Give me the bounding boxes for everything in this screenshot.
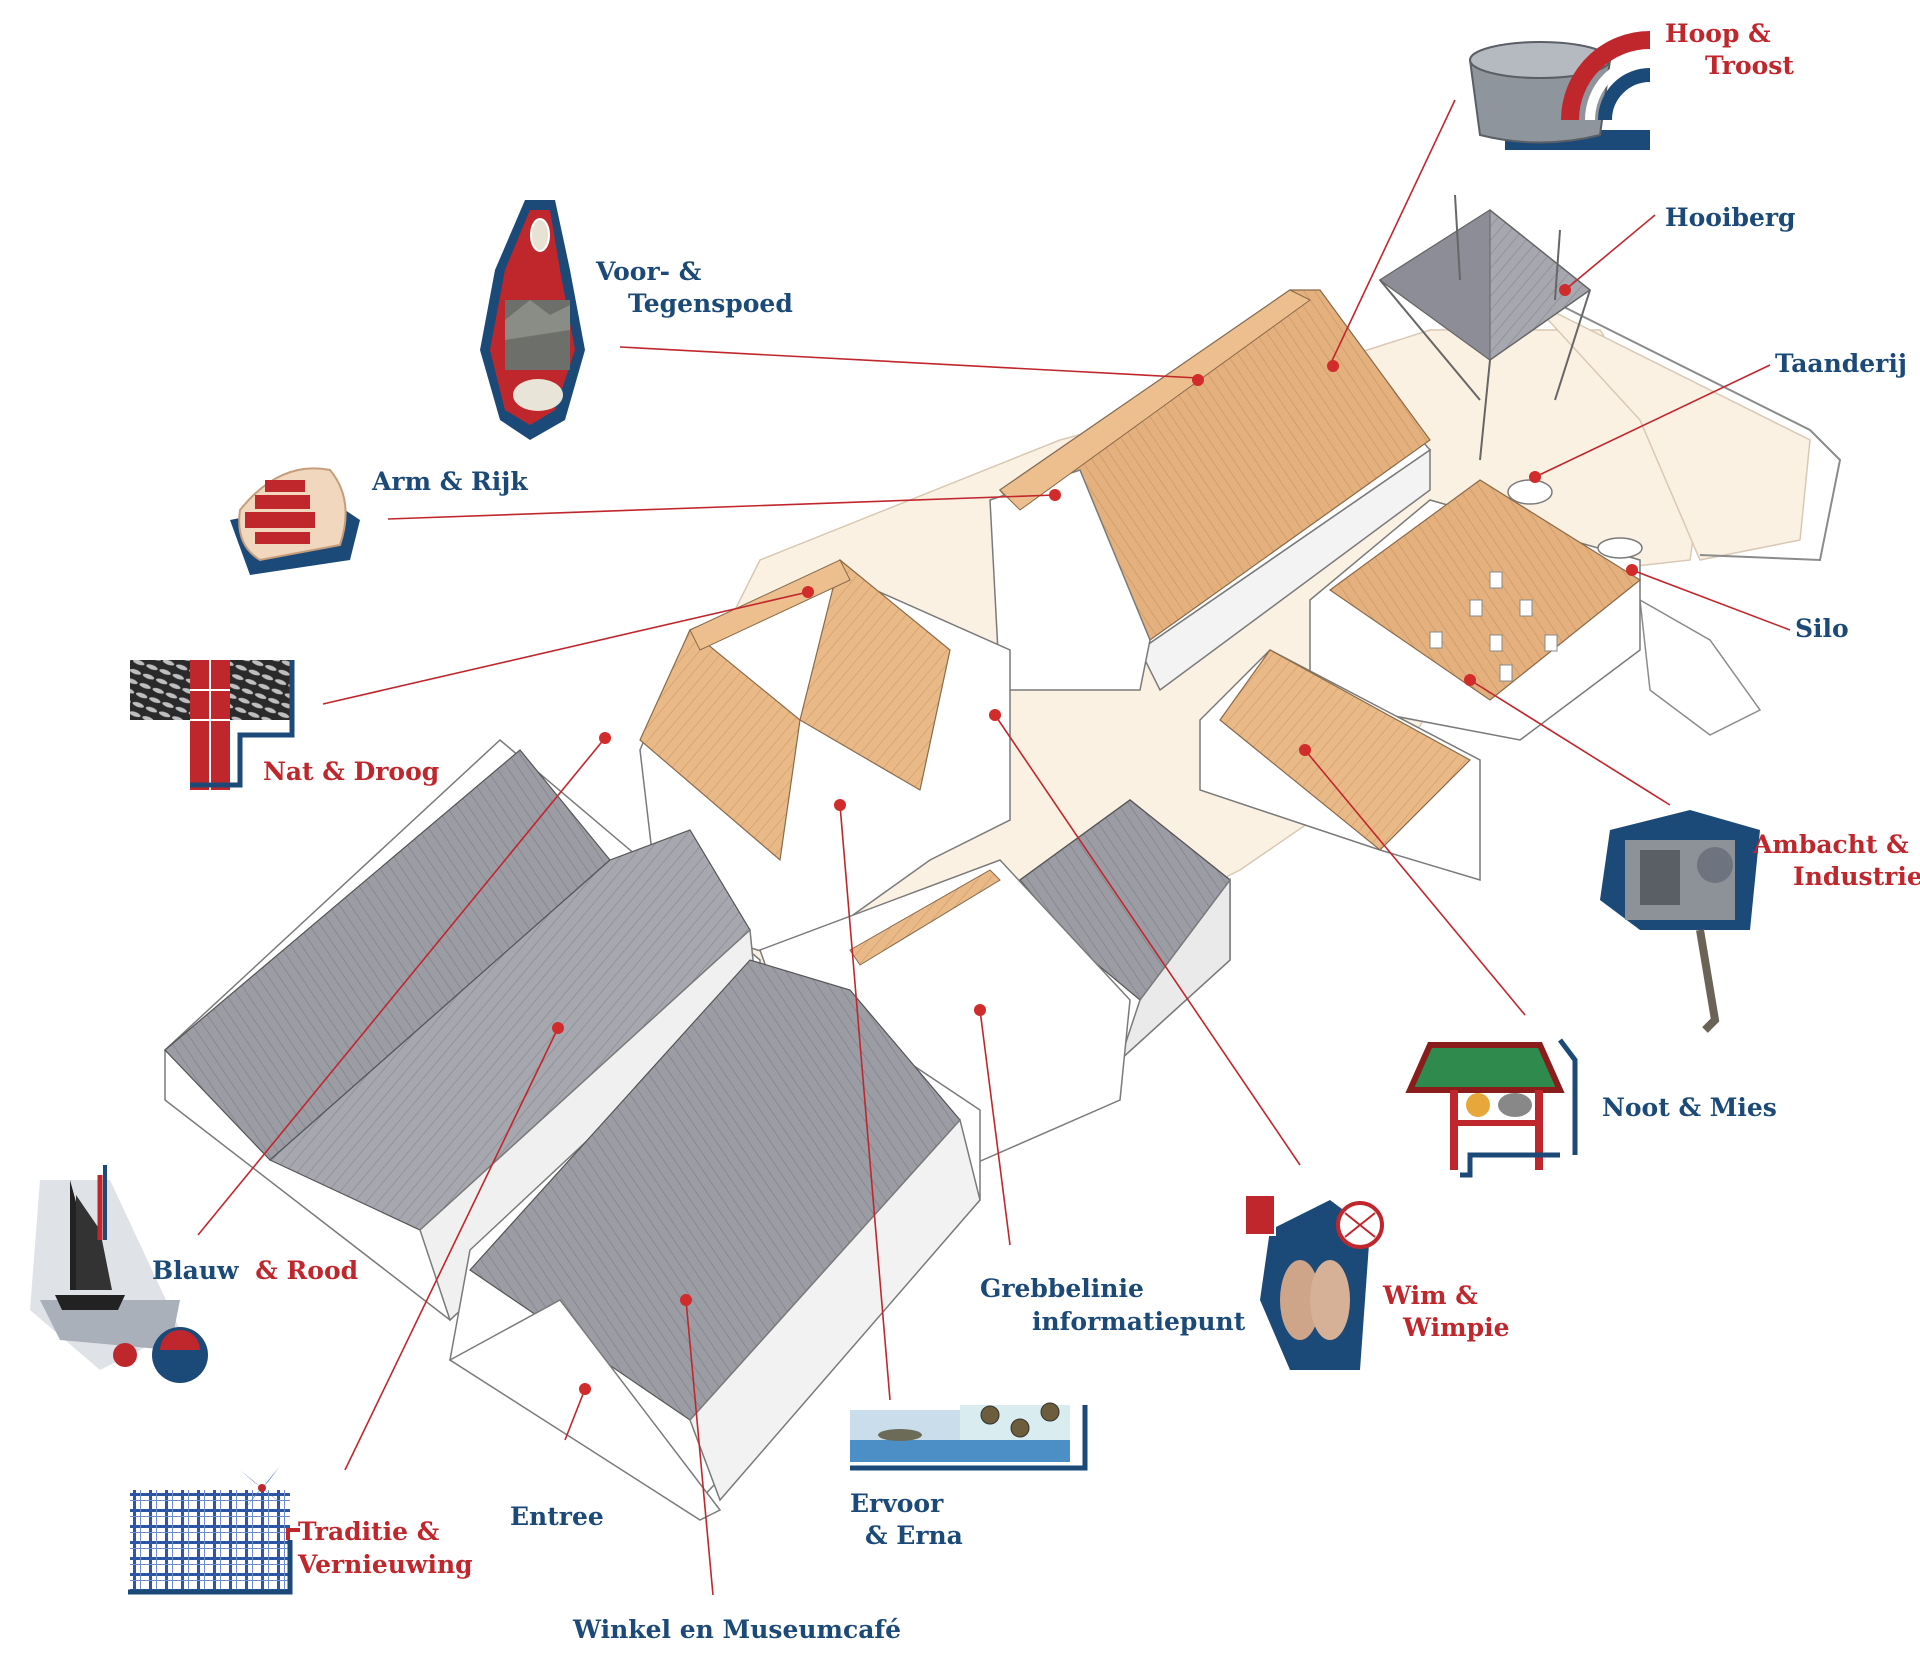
label-nat-droog: Nat & Droog: [263, 757, 439, 786]
label-wim-wimpie-1: Wim &: [1382, 1281, 1478, 1310]
label-ambacht-1: Ambacht &: [1752, 830, 1909, 859]
label-hoop-troost-1: Hoop &: [1665, 19, 1771, 48]
hands-coins-icon: [230, 467, 360, 575]
label-arm-rijk: Arm & Rijk: [371, 467, 528, 496]
label-ambacht-2: Industrie: [1793, 862, 1920, 891]
dot-silo[interactable]: [1626, 564, 1638, 576]
craftsman-machine-icon: [1600, 810, 1760, 1033]
label-hoop-troost-2: Troost: [1705, 51, 1794, 80]
fish-grid-icon: [130, 660, 295, 790]
building-noot-mies: [1199, 649, 1481, 882]
river-coins-icon: [850, 1402, 1088, 1471]
label-blauw: Blauw: [152, 1256, 240, 1285]
building-voor-tegenspoed: [989, 289, 1432, 692]
label-voor-tegenspoed-1: Voor- &: [595, 257, 702, 286]
label-hooiberg: Hooiberg: [1665, 203, 1796, 232]
building-arm-rijk: [639, 558, 1011, 961]
dot-noot-mies[interactable]: [1299, 744, 1311, 756]
label-taanderij: Taanderij: [1775, 349, 1907, 378]
location-dots: [552, 284, 1638, 1395]
dot-nat-droog[interactable]: [802, 586, 814, 598]
dot-blauw-rood[interactable]: [599, 732, 611, 744]
award-shield-icon: [480, 200, 585, 440]
tartan-pinwheel-icon: [128, 1466, 300, 1595]
label-noot-mies: Noot & Mies: [1602, 1093, 1777, 1122]
washtub-rainbow-icon: [1468, 31, 1651, 150]
dot-winkel[interactable]: [680, 1294, 692, 1306]
dot-taanderij[interactable]: [1529, 471, 1541, 483]
label-traditie-2: Vernieuwing: [297, 1550, 473, 1579]
label-grebbelinie-1: Grebbelinie: [980, 1274, 1144, 1303]
label-wim-wimpie-2: Wimpie: [1402, 1313, 1509, 1342]
label-silo: Silo: [1795, 614, 1849, 643]
building-ambacht: [1309, 479, 1643, 741]
label-blauw-rood: Blauw & Rood: [152, 1256, 358, 1285]
building-hooiberg: [1378, 194, 1592, 461]
dot-hooiberg[interactable]: [1559, 284, 1571, 296]
figures-rackets-icon: [1244, 1194, 1384, 1370]
label-rood: & Rood: [255, 1256, 358, 1285]
label-grebbelinie-2: informatiepunt: [1032, 1307, 1246, 1336]
sailboat-icon: [30, 1165, 208, 1383]
label-ervoor-erna-2: & Erna: [865, 1521, 963, 1550]
dot-grebbelinie[interactable]: [974, 1004, 986, 1016]
label-traditie-1: Traditie &: [298, 1517, 440, 1546]
label-entree: Entree: [510, 1502, 604, 1531]
table-cat-icon: [1405, 1038, 1578, 1178]
dot-entree[interactable]: [579, 1383, 591, 1395]
dot-wim-wimpie[interactable]: [989, 709, 1001, 721]
label-ervoor-erna-1: Ervoor: [850, 1489, 944, 1518]
dot-arm-rijk[interactable]: [1049, 489, 1061, 501]
dot-voor-tegenspoed[interactable]: [1192, 374, 1204, 386]
dot-hoop-troost[interactable]: [1327, 360, 1339, 372]
label-voor-tegenspoed-2: Tegenspoed: [628, 289, 793, 318]
leader-lines: [197, 99, 1791, 1596]
labels: Hoop & Troost Hooiberg Taanderij Silo Vo…: [152, 19, 1920, 1644]
dot-ambacht[interactable]: [1464, 674, 1476, 686]
building-winkel: [448, 959, 981, 1521]
dot-ervoor-erna[interactable]: [834, 799, 846, 811]
dot-traditie[interactable]: [552, 1022, 564, 1034]
label-winkel: Winkel en Museumcafé: [572, 1615, 901, 1644]
